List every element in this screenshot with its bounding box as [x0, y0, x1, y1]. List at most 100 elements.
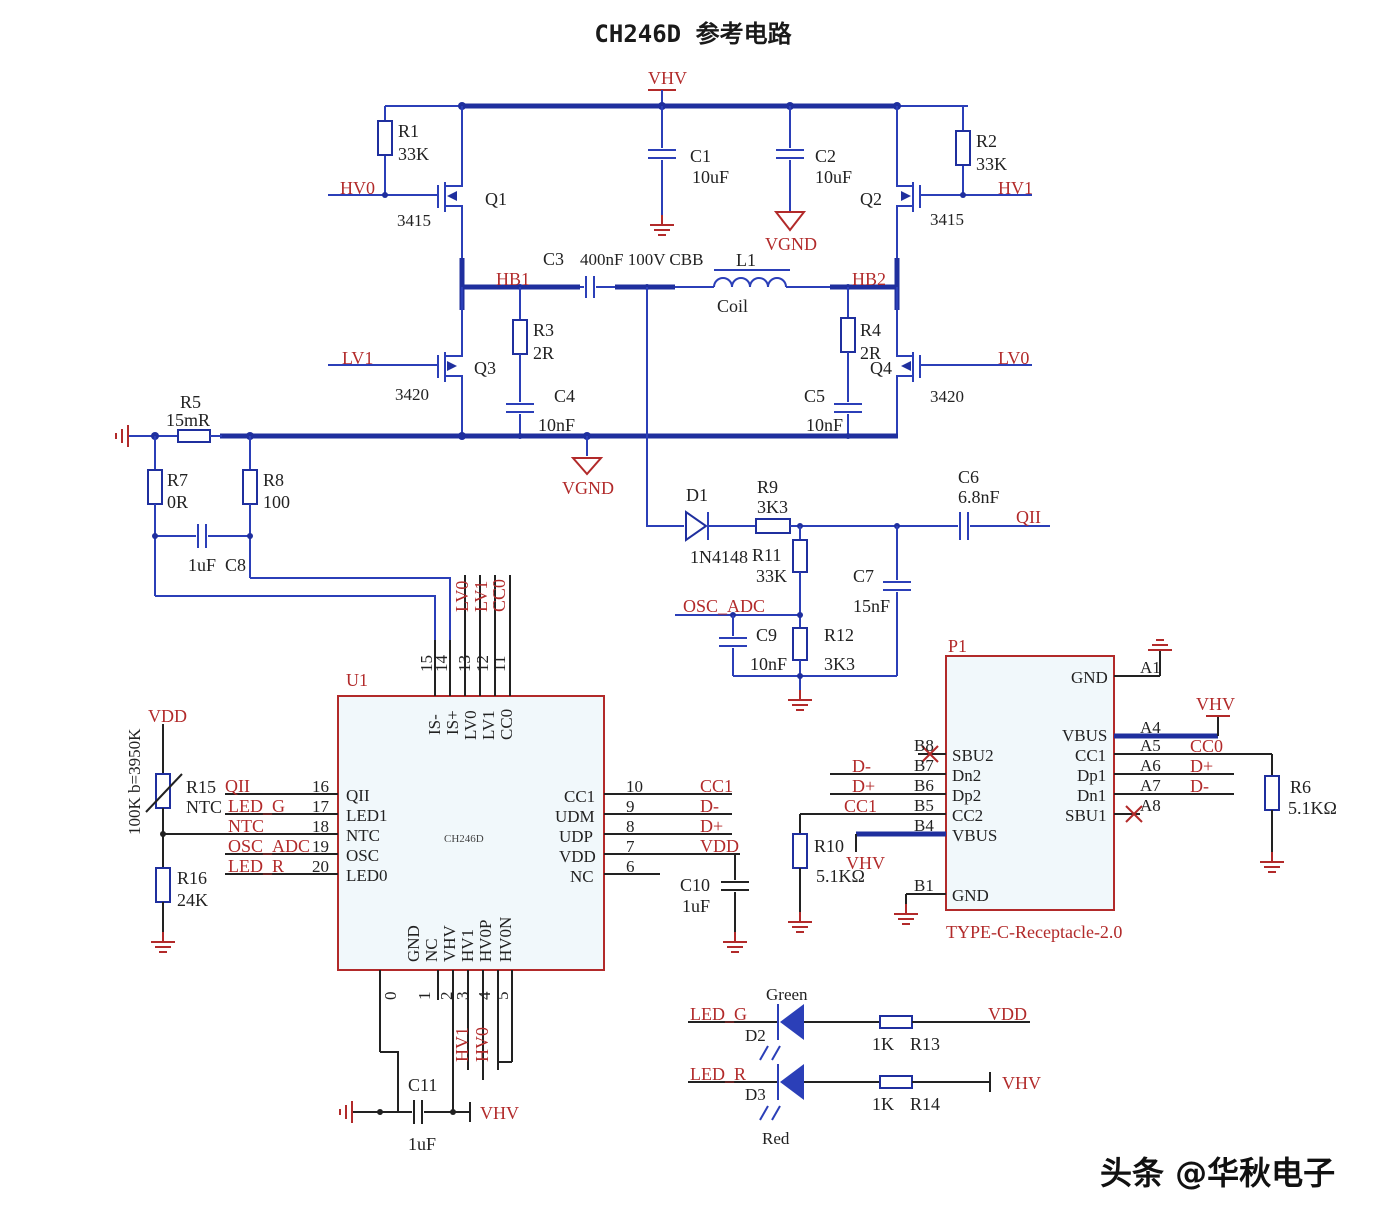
- u1-pin-nc: NC: [570, 867, 594, 886]
- r5-value: 15mR: [166, 410, 210, 430]
- u1-pin-hv0n: HV0N: [496, 917, 515, 962]
- u1-pin-gnd: GND: [404, 925, 423, 962]
- power-stage: VHV R1 33K HV0 Q1 3415 C1 10uF: [115, 68, 1033, 670]
- u1-top-pins: 15 14 13 12 11 LV0 LV1 CC0 IS- IS+ LV0 L…: [417, 575, 516, 740]
- r8-value: 100: [263, 492, 290, 512]
- c8-value: 1uF: [188, 555, 216, 575]
- c10-value: 1uF: [682, 896, 710, 916]
- r6-value: 5.1KΩ: [1288, 798, 1337, 818]
- p1-name-dn2: Dn2: [952, 766, 981, 785]
- u1-pin20-num: 20: [312, 857, 329, 876]
- p1-pin-b1: B1: [914, 876, 934, 895]
- u1-net-osc-adc: OSC_ADC: [228, 836, 310, 856]
- r2-ref: R2: [976, 131, 997, 151]
- watermark: 头条 @华秋电子: [1100, 1154, 1336, 1192]
- p1-name-gnd: GND: [1071, 668, 1108, 687]
- c2-ref: C2: [815, 146, 836, 166]
- p1-net-d-minus-left: D-: [852, 756, 871, 776]
- osc-adc-label: OSC_ADC: [683, 596, 765, 616]
- u1-right-pins: 10 9 8 7 6 CC1 UDM UDP VDD NC CC1 D- D+ …: [555, 776, 749, 953]
- ntc-divider: VDD 100K b=3950K R15 NTC R16 24K: [125, 706, 225, 953]
- p1-pin-b5: B5: [914, 796, 934, 815]
- u1-pin-udm: UDM: [555, 807, 595, 826]
- feedback-network: D1 1N4148 R9 3K3 C6 6.8nF QII R11 33K C7…: [646, 287, 1050, 711]
- r9-resistor: [755, 518, 791, 534]
- r15-value: NTC: [186, 797, 222, 817]
- p1-name-vbus2: VBUS: [952, 826, 997, 845]
- d1-diode: [685, 510, 708, 542]
- u1-pin17-num: 17: [312, 797, 330, 816]
- u1-pin-is-minus: IS-: [425, 714, 444, 735]
- q1-ref: Q1: [485, 189, 507, 209]
- p1-name-cc1: CC1: [1075, 746, 1106, 765]
- u1-pin-led1: LED1: [346, 806, 388, 825]
- d1-value: 1N4148: [690, 547, 748, 567]
- u1-net-d-plus: D+: [700, 816, 723, 836]
- lv0-label-q4: LV0: [998, 348, 1029, 368]
- p1-ref: P1: [948, 636, 967, 656]
- l1-coil: [713, 277, 787, 288]
- u1-net-vdd: VDD: [700, 836, 739, 856]
- u1-pin12-num: 12: [473, 655, 492, 672]
- p1-net-cc0: CC0: [1190, 736, 1223, 756]
- p1-pin-a5: A5: [1140, 736, 1161, 755]
- r15-ntc: [155, 773, 171, 809]
- p1-pin-a8: A8: [1140, 796, 1161, 815]
- r15-note: 100K b=3950K: [125, 728, 144, 835]
- q3-ref: Q3: [474, 358, 496, 378]
- q4-value: 3420: [930, 387, 964, 406]
- p1-pin-b4: B4: [914, 816, 934, 835]
- r8-ref: R8: [263, 470, 284, 490]
- vhv-label-c11: VHV: [480, 1103, 519, 1123]
- r3-value: 2R: [533, 343, 554, 363]
- page-title: CH246D 参考电路: [594, 20, 792, 48]
- q1-value: 3415: [397, 211, 431, 230]
- c1-ref: C1: [690, 146, 711, 166]
- u1-net-ntc: NTC: [228, 816, 264, 836]
- r13-ref: R13: [910, 1034, 940, 1054]
- c7-value: 15nF: [853, 596, 890, 616]
- u1-net-led-g: LED_G: [228, 796, 285, 816]
- p1-name-sbu2: SBU2: [952, 746, 994, 765]
- r9-value: 3K3: [757, 497, 788, 517]
- r6-resistor: [1264, 775, 1280, 811]
- d3-ref: D3: [745, 1085, 766, 1104]
- p1-pin-a7: A7: [1140, 776, 1161, 795]
- p1-pin-a6: A6: [1140, 756, 1161, 775]
- q3-value: 3420: [395, 385, 429, 404]
- u1-pin-hv0p: HV0P: [476, 919, 495, 962]
- c9-value: 10nF: [750, 654, 787, 674]
- u1-pin14-num: 14: [432, 655, 451, 673]
- u1-pin-osc: OSC: [346, 846, 379, 865]
- u1-pin16-num: 16: [312, 777, 329, 796]
- q2-value: 3415: [930, 210, 964, 229]
- r13-value: 1K: [872, 1034, 894, 1054]
- r5-shunt: [177, 429, 211, 443]
- r10-ref: R10: [814, 836, 844, 856]
- u1-pin-hv1: HV1: [458, 929, 477, 962]
- vhv-label-b4: VHV: [846, 853, 885, 873]
- u1-net-led-r: LED_R: [228, 856, 284, 876]
- r15-ref: R15: [186, 777, 216, 797]
- c5-value: 10nF: [806, 415, 843, 435]
- c2-value: 10uF: [815, 167, 852, 187]
- u1-pin5-num: 5: [493, 992, 512, 1001]
- r12-value: 3K3: [824, 654, 855, 674]
- r8-resistor: [242, 469, 258, 505]
- q2-ref: Q2: [860, 189, 882, 209]
- d3-led: [780, 1064, 804, 1100]
- p1-pin-b8: B8: [914, 736, 934, 755]
- u1-pin9-num: 9: [626, 797, 635, 816]
- r14-ref: R14: [910, 1094, 940, 1114]
- r3-ref: R3: [533, 320, 554, 340]
- c11-value: 1uF: [408, 1134, 436, 1154]
- u1-bottom-pins: 0 1 2 3 4 5 GND NC VHV HV1 HV0P HV0N HV1…: [339, 917, 519, 1154]
- d2-value: Green: [766, 985, 808, 1004]
- r13-resistor: [879, 1015, 913, 1029]
- u1-pin3-num: 3: [453, 992, 472, 1001]
- vgnd-label-bus: VGND: [562, 478, 614, 498]
- p1-name-dp2: Dp2: [952, 786, 981, 805]
- c9-ref: C9: [756, 625, 777, 645]
- u1-pin-is-plus: IS+: [443, 710, 462, 735]
